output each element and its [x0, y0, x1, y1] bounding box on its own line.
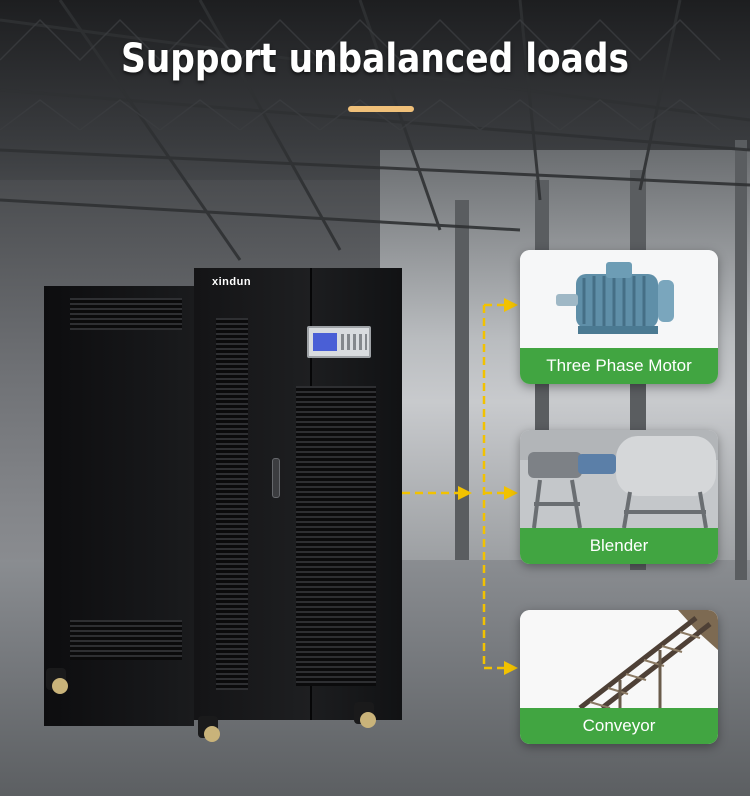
arrow-head-icon: [458, 486, 472, 500]
three-phase-motor-image: [520, 250, 718, 348]
load-label: Conveyor: [520, 708, 718, 744]
control-panel-display: [307, 326, 371, 358]
caster-wheel: [198, 716, 220, 742]
conveyor-image: [520, 610, 718, 708]
side-vent-bottom: [70, 620, 182, 660]
caster-wheel: [46, 668, 68, 694]
load-label: Blender: [520, 528, 718, 564]
warehouse-column: [455, 200, 469, 560]
blender-machine-image: [520, 430, 718, 528]
lcd-screen: [313, 333, 337, 351]
caster-wheel: [354, 702, 376, 728]
brand-logo: xindun: [212, 276, 252, 288]
control-keys: [341, 334, 367, 350]
ups-cabinet-image: xindun: [44, 268, 402, 742]
door-vent-right: [296, 386, 376, 686]
arrow-head-icon: [504, 661, 518, 675]
door-handle: [272, 458, 280, 498]
warehouse-column: [735, 140, 747, 580]
page-title: Support unbalanced loads: [121, 36, 629, 82]
load-label: Three Phase Motor: [520, 348, 718, 384]
load-card-conveyor: Conveyor: [520, 610, 718, 744]
cabinet-left-door: [194, 268, 312, 720]
title-underline: [348, 106, 414, 112]
load-card-blender: Blender: [520, 430, 718, 564]
door-vent-left: [216, 318, 248, 690]
roof-truss-graphic: [0, 0, 750, 261]
arrow-head-icon: [504, 486, 518, 500]
load-card-motor: Three Phase Motor: [520, 250, 718, 384]
side-vent-top: [70, 298, 182, 330]
arrow-head-icon: [504, 298, 518, 312]
